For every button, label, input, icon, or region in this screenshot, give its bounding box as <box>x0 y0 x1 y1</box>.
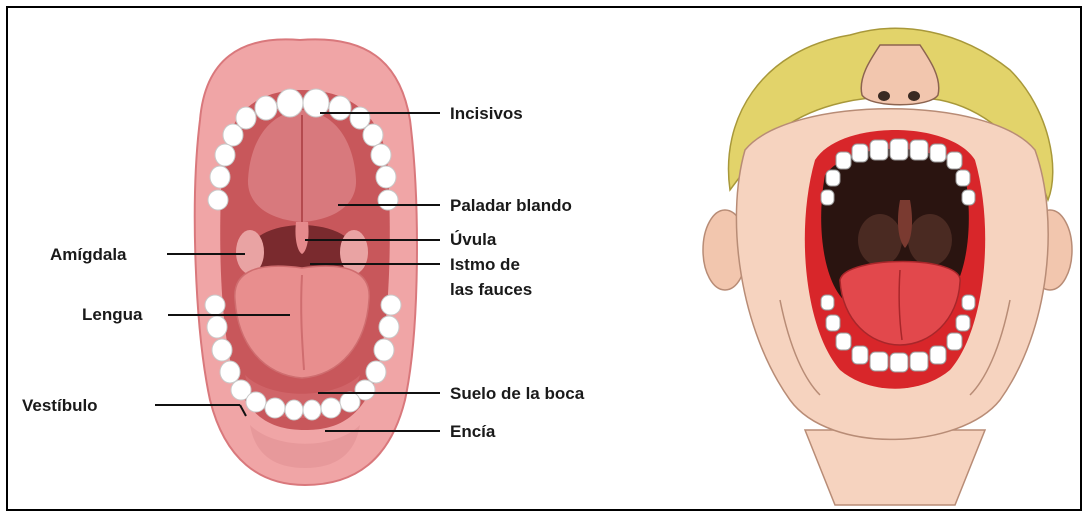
label-istmo-line1: Istmo de <box>450 255 520 274</box>
label-lengua: Lengua <box>82 305 143 324</box>
label-paladar-blando: Paladar blando <box>450 196 572 215</box>
label-istmo-line2: las fauces <box>450 280 532 299</box>
label-amigdala: Amígdala <box>50 245 127 264</box>
cartoon-throat-shadow-right <box>908 214 952 266</box>
nostril-left <box>878 91 890 101</box>
neck <box>805 430 985 505</box>
anatomical-mouth-illustration <box>195 39 417 485</box>
label-vestibulo: Vestíbulo <box>22 396 98 415</box>
cartoon-boy-illustration <box>703 28 1072 505</box>
label-incisivos: Incisivos <box>450 104 523 123</box>
cartoon-throat-shadow-left <box>858 214 902 266</box>
label-uvula: Úvula <box>450 230 497 249</box>
label-encia: Encía <box>450 422 496 441</box>
nostril-right <box>908 91 920 101</box>
label-suelo-de-la-boca: Suelo de la boca <box>450 384 585 403</box>
